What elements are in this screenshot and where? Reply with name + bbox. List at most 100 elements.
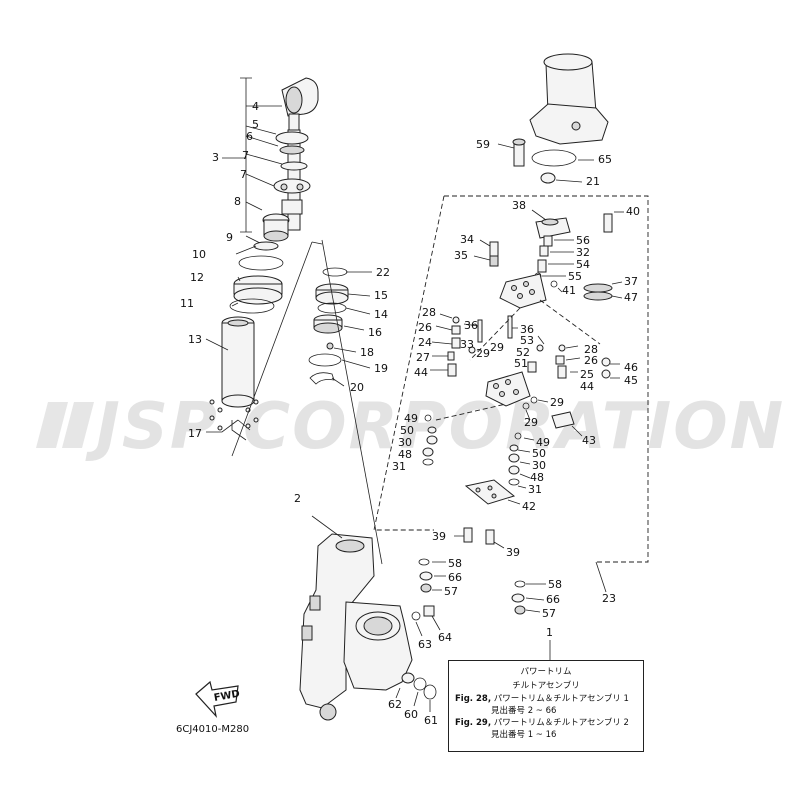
callout-label: 10 — [192, 248, 206, 261]
callout-label: 44 — [414, 366, 428, 379]
fwd-arrow-icon: FWD — [195, 680, 241, 719]
callout-label: 29 — [490, 341, 504, 354]
callout-label: 52 — [516, 346, 530, 359]
callout-label: 37 — [624, 275, 638, 288]
callout-label: 58 — [548, 578, 562, 591]
motor-pump-group — [373, 53, 649, 660]
callout-label: 54 — [576, 258, 590, 271]
callout-label: 59 — [476, 138, 490, 151]
callout-label: 9 — [226, 231, 233, 244]
callout-label: 60 — [404, 708, 418, 721]
callout-label: 35 — [454, 249, 468, 262]
callout-label: 12 — [190, 271, 204, 284]
callout-label: 24 — [418, 336, 432, 349]
callout-label: 46 — [624, 361, 638, 374]
callout-label: 43 — [582, 434, 596, 447]
legend-fig29-sub: 見出番号 1 ~ 16 — [491, 730, 557, 740]
callout-label: 57 — [542, 607, 556, 620]
callout-label: 63 — [418, 638, 432, 651]
callout-label: 39 — [506, 546, 520, 559]
legend-fig28-sub: 見出番号 2 ~ 66 — [491, 706, 557, 716]
callout-label: 31 — [528, 483, 542, 496]
callout-label: 40 — [626, 205, 640, 218]
callout-label: 26 — [584, 354, 598, 367]
callout-label: 62 — [388, 698, 402, 711]
callout-label: 11 — [180, 297, 194, 310]
callout-label: 7 — [242, 149, 249, 162]
callout-label: 41 — [562, 284, 576, 297]
callout-label: 66 — [448, 571, 462, 584]
callout-labels: 4 5 6 3 7 7 8 9 10 12 11 13 17 2 22 15 1… — [180, 100, 640, 727]
callout-label: 61 — [424, 714, 438, 727]
callout-label: 26 — [418, 321, 432, 334]
callout-label: 5 — [252, 118, 259, 131]
callout-label: 64 — [438, 631, 452, 644]
callout-label: 55 — [568, 270, 582, 283]
callout-label: 44 — [580, 380, 594, 393]
callout-label: 36 — [520, 323, 534, 336]
callout-label: 23 — [602, 592, 616, 605]
figure-reference-legend: パワートリム チルトアセンブリ Fig. 28, パワートリム＆チルトアセンブリ… — [448, 660, 644, 752]
callout-label: 3 — [212, 151, 219, 164]
callout-label: 19 — [374, 362, 388, 375]
callout-label: 16 — [368, 326, 382, 339]
callout-label: 32 — [576, 246, 590, 259]
fwd-label: FWD — [213, 689, 241, 704]
main-housing — [299, 239, 441, 721]
callout-label: 21 — [586, 175, 600, 188]
callout-label: 50 — [532, 447, 546, 460]
callout-label: 7 — [240, 168, 247, 181]
callout-label: 28 — [584, 343, 598, 356]
callout-label: 49 — [404, 412, 418, 425]
callout-label: 42 — [522, 500, 536, 513]
callout-label: 20 — [350, 381, 364, 394]
callout-label: 33 — [460, 338, 474, 351]
callout-label: 31 — [392, 460, 406, 473]
legend-fig29-ref: Fig. 29, — [455, 718, 492, 728]
callout-label: 49 — [536, 436, 550, 449]
callout-label: 13 — [188, 333, 202, 346]
callout-label: 28 — [422, 306, 436, 319]
legend-fig28-text: パワートリム＆チルトアセンブリ 1 — [493, 694, 629, 704]
callout-label: 29 — [524, 416, 538, 429]
callout-label: 22 — [376, 266, 390, 279]
callout-label: 45 — [624, 374, 638, 387]
callout-label: 25 — [580, 368, 594, 381]
callout-label: 65 — [598, 153, 612, 166]
legend-fig29-row: Fig. 29, パワートリム＆チルトアセンブリ 2 — [455, 717, 637, 729]
callout-label: 39 — [432, 530, 446, 543]
callout-label: 15 — [374, 289, 388, 302]
callout-label: 58 — [448, 557, 462, 570]
callout-label: 18 — [360, 346, 374, 359]
callout-label: 27 — [416, 351, 430, 364]
callout-label: 36 — [464, 319, 478, 332]
tilt-cylinder-group — [205, 77, 323, 457]
callout-label: 30 — [532, 459, 546, 472]
callout-label: 56 — [576, 234, 590, 247]
callout-label: 17 — [188, 427, 202, 440]
piston-parts-group — [308, 267, 372, 387]
callout-label: 30 — [398, 436, 412, 449]
callout-label: 14 — [374, 308, 388, 321]
callout-label: 2 — [294, 492, 301, 505]
callout-label: 1 — [546, 626, 553, 639]
callout-label: 34 — [460, 233, 474, 246]
callout-label: 66 — [546, 593, 560, 606]
callout-label: 53 — [520, 334, 534, 347]
callout-label: 8 — [234, 195, 241, 208]
callout-label: 6 — [246, 130, 253, 143]
callout-label: 48 — [530, 471, 544, 484]
legend-title-1: パワートリム — [520, 667, 572, 677]
legend-fig29-text: パワートリム＆チルトアセンブリ 2 — [493, 718, 629, 728]
diagram-code: 6CJ4010-M280 — [176, 724, 249, 735]
legend-title-2: チルトアセンブリ — [512, 681, 580, 691]
callout-label: 38 — [512, 199, 526, 212]
legend-fig28-row: Fig. 28, パワートリム＆チルトアセンブリ 1 — [455, 693, 637, 705]
callout-label: 50 — [400, 424, 414, 437]
callout-label: 47 — [624, 291, 638, 304]
callout-label: 48 — [398, 448, 412, 461]
callout-label: 29 — [476, 347, 490, 360]
callout-label: 51 — [514, 357, 528, 370]
callout-label: 57 — [444, 585, 458, 598]
